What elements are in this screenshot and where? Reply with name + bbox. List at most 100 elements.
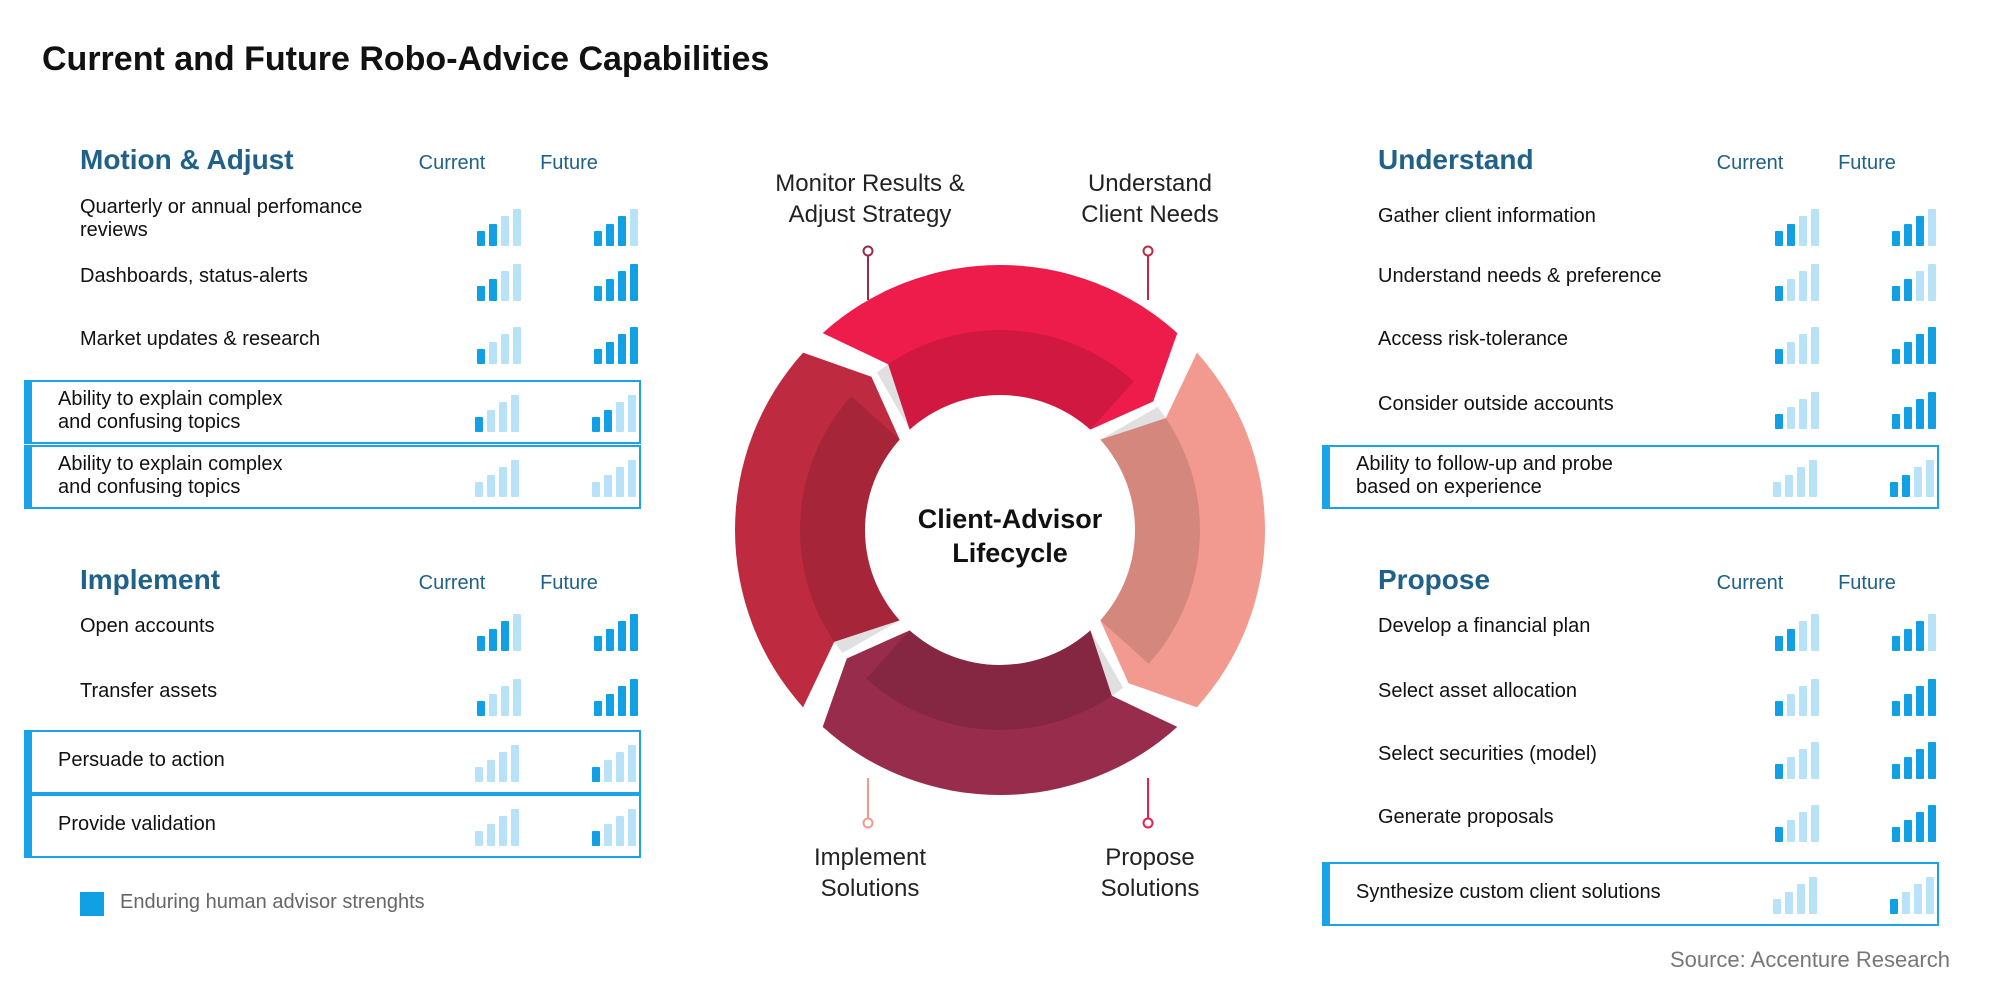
signal-bar: [1916, 621, 1924, 651]
signal-bar: [501, 686, 509, 716]
signal-bar: [1892, 764, 1900, 779]
signal-bar: [1904, 694, 1912, 716]
implement-segment-inner-band: [1100, 406, 1200, 664]
enduring-capability-row: Provide validation: [24, 794, 641, 858]
panel-header: Motion & Adjust Current Future: [52, 140, 672, 180]
signal-bar: [1904, 757, 1912, 779]
signal-bar: [1916, 749, 1924, 779]
signal-bar: [618, 271, 626, 301]
future-level-indicator: [1892, 742, 1936, 779]
understand-segment: [735, 352, 900, 708]
signal-bar: [616, 402, 624, 432]
signal-bar: [1787, 694, 1795, 716]
future-level-indicator: [592, 395, 636, 432]
signal-bar: [1902, 475, 1910, 497]
future-level-indicator: [594, 327, 638, 364]
signal-bar: [1775, 764, 1783, 779]
signal-bar: [1892, 414, 1900, 429]
current-level-indicator: [1775, 264, 1819, 301]
future-level-indicator: [1890, 877, 1934, 914]
signal-bar: [1890, 482, 1898, 497]
capability-label: Generate proposals: [1378, 805, 1554, 828]
signal-bar: [1916, 399, 1924, 429]
signal-bar: [618, 621, 626, 651]
future-level-indicator: [594, 614, 638, 651]
signal-bar: [1811, 392, 1819, 429]
monitor-segment-inner-band: [866, 630, 1124, 730]
future-column-header: Future: [540, 152, 598, 174]
signal-bar: [489, 629, 497, 651]
signal-bar: [1775, 231, 1783, 246]
capability-label: Select securities (model): [1378, 742, 1597, 765]
signal-bar: [1928, 679, 1936, 716]
current-level-indicator: [477, 679, 521, 716]
signal-bar: [499, 467, 507, 497]
current-level-indicator: [1775, 392, 1819, 429]
current-level-indicator: [1773, 460, 1817, 497]
signal-bar: [513, 264, 521, 301]
capability-row: Market updates & research: [52, 318, 667, 368]
capability-label: Understand needs & preference: [1378, 264, 1662, 287]
enduring-capability-row: Ability to explain complex and confusing…: [24, 445, 641, 509]
signal-bar: [1811, 805, 1819, 842]
stage-connectors: [862, 245, 1154, 829]
signal-bar: [1892, 636, 1900, 651]
current-level-indicator: [477, 327, 521, 364]
signal-bar: [487, 760, 495, 782]
signal-bar: [513, 209, 521, 246]
capability-row: Gather client information: [1350, 190, 1965, 250]
capability-row: Generate proposals: [1350, 796, 1965, 846]
signal-bar: [1928, 209, 1936, 246]
signal-bar: [1892, 286, 1900, 301]
implement-connector-dot: [862, 817, 874, 829]
signal-bar: [1892, 827, 1900, 842]
enduring-capability-row: Synthesize custom client solutions: [1322, 862, 1939, 926]
signal-bar: [1928, 805, 1936, 842]
signal-bar: [606, 629, 614, 651]
panel-header: Propose Current Future: [1350, 560, 1970, 600]
page-title: Current and Future Robo-Advice Capabilit…: [42, 40, 770, 78]
current-level-indicator: [1775, 614, 1819, 651]
panel-title: Motion & Adjust: [80, 144, 294, 175]
signal-bar: [630, 209, 638, 246]
lifecycle-center-label: Client-Advisor Lifecycle: [917, 504, 1103, 568]
signal-bar: [501, 216, 509, 246]
signal-bar: [1928, 392, 1936, 429]
signal-bar: [513, 614, 521, 651]
signal-bar: [1926, 877, 1934, 914]
propose-segment: [822, 265, 1178, 430]
stage-label-monitor: Monitor Results & Adjust Strategy: [775, 170, 965, 228]
signal-bar: [604, 824, 612, 846]
current-level-indicator: [1775, 679, 1819, 716]
future-column-header: Future: [540, 572, 598, 594]
current-level-indicator: [1775, 805, 1819, 842]
signal-bar: [616, 752, 624, 782]
propose-connector-dot: [1142, 817, 1154, 829]
future-column-header: Future: [1838, 152, 1896, 174]
signal-bar: [616, 467, 624, 497]
signal-bar: [1892, 349, 1900, 364]
signal-bar: [1811, 327, 1819, 364]
capability-row: Transfer assets: [52, 670, 667, 720]
capability-label: Ability to follow-up and probe based on …: [1356, 453, 1613, 498]
future-level-indicator: [594, 679, 638, 716]
monitor-segment: [822, 630, 1178, 795]
future-level-indicator: [592, 809, 636, 846]
signal-bar: [594, 701, 602, 716]
signal-bar: [1916, 334, 1924, 364]
current-level-indicator: [1775, 209, 1819, 246]
signal-bar: [1775, 349, 1783, 364]
panel-motion-adjust: Motion & Adjust Current Future Quarterly…: [24, 140, 672, 520]
signal-bar: [1787, 757, 1795, 779]
signal-bar: [489, 694, 497, 716]
enduring-capability-row: Ability to follow-up and probe based on …: [1322, 445, 1939, 509]
signal-bar: [1811, 209, 1819, 246]
signal-bar: [1775, 827, 1783, 842]
signal-bar: [1773, 482, 1781, 497]
signal-bar: [1799, 334, 1807, 364]
capability-label: Select asset allocation: [1378, 679, 1578, 702]
stage-label-understand: Understand Client Needs: [1081, 170, 1219, 228]
future-level-indicator: [1892, 805, 1936, 842]
signal-bar: [1787, 279, 1795, 301]
